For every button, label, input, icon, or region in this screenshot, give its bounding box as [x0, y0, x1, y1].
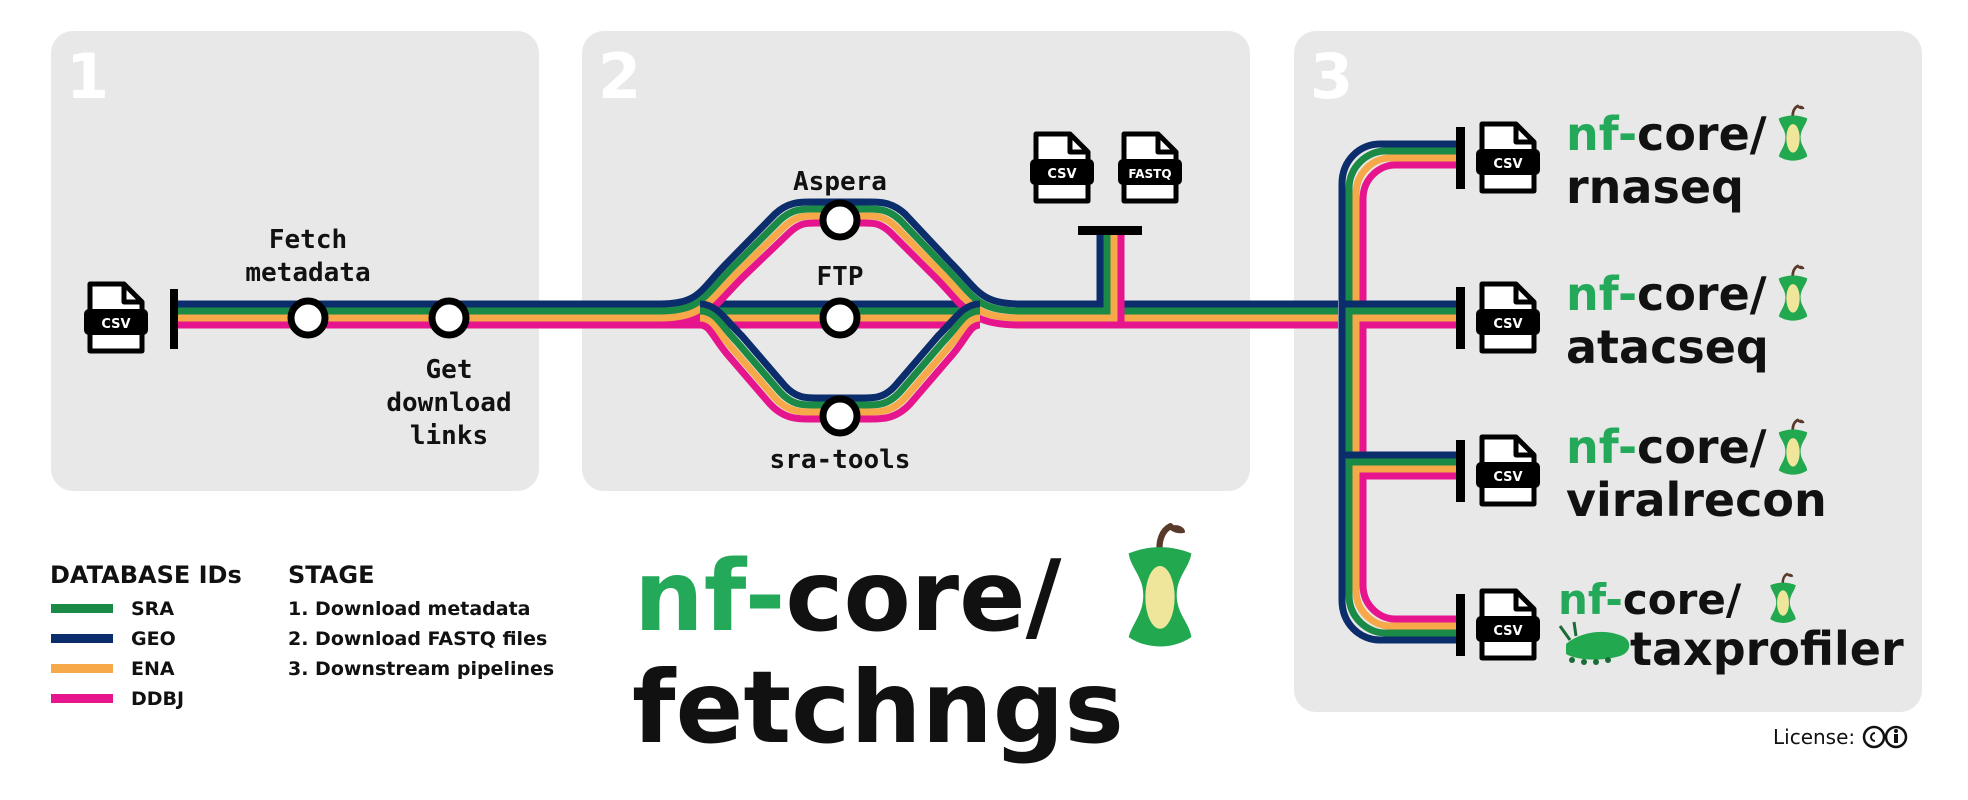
- pipeline-atacseq-title: nf-core/: [1566, 267, 1767, 321]
- legend-stage-item-1: 1. Download metadata: [288, 598, 530, 620]
- pipeline-taxprofiler-title: nf-core/: [1558, 575, 1742, 624]
- fastq-output-branch: [1096, 230, 1125, 325]
- file-icon-rnaseq-csv-label: CSV: [1493, 157, 1522, 172]
- attribution-icon: [1884, 725, 1908, 749]
- pipeline-taxprofiler-name: taxprofiler: [1630, 622, 1904, 676]
- pipeline-taxprofiler-prefix: nf-: [1558, 575, 1623, 624]
- stage-panel-3: 3: [1294, 31, 1922, 712]
- pipeline-viralrecon: nf-core/ viralrecon: [1566, 418, 1827, 527]
- station-fetch-metadata: [287, 297, 329, 339]
- pipeline-rnaseq-prefix: nf-: [1566, 107, 1637, 161]
- legend-label-ena: ENA: [131, 658, 175, 680]
- label-get-links-line1: Get: [426, 355, 473, 385]
- apple-icon: [1129, 525, 1192, 646]
- main-logo-title: nf-core/: [634, 540, 1062, 654]
- legend-label-geo: GEO: [131, 628, 176, 650]
- legend-db-title: DATABASE IDs: [50, 561, 242, 589]
- legend-db-ena: ENA: [51, 658, 175, 680]
- viralrecon-terminator: [1456, 440, 1465, 502]
- atacseq-branch: [1342, 300, 1460, 329]
- pipeline-atacseq-prefix: nf-: [1566, 267, 1637, 321]
- viralrecon-branch: [1342, 451, 1460, 480]
- start-terminator: [170, 289, 178, 349]
- stage-number-1: 1: [66, 40, 109, 113]
- cc-icon: [1862, 725, 1886, 749]
- station-sra-tools: [819, 395, 861, 437]
- label-aspera: Aspera: [793, 167, 887, 197]
- station-aspera: [819, 199, 861, 241]
- label-fetch-metadata-line1: Fetch: [269, 225, 347, 255]
- stage3-vertical-trunk: [1338, 140, 1460, 644]
- legend-stage: STAGE 1. Download metadata 2. Download F…: [288, 561, 554, 680]
- line-terminators: [170, 127, 1465, 656]
- pipeline-rnaseq-core: core/: [1637, 107, 1767, 161]
- legend-label-ddbj: DDBJ: [131, 688, 184, 710]
- stations: [287, 199, 861, 437]
- label-get-links-line3: links: [410, 421, 488, 451]
- pipeline-atacseq: nf-core/ atacseq: [1566, 264, 1809, 374]
- main-logo: nf-core/ fetchngs: [632, 525, 1191, 766]
- label-sra-tools: sra-tools: [770, 445, 911, 475]
- legend-database-ids: DATABASE IDs SRA GEO ENA DDBJ: [50, 561, 242, 710]
- main-logo-name: fetchngs: [632, 649, 1124, 766]
- legend-stage-title: STAGE: [288, 561, 374, 589]
- pipeline-atacseq-name: atacseq: [1566, 320, 1769, 374]
- main-logo-dash: -: [745, 540, 786, 654]
- pipeline-viralrecon-core: core/: [1637, 420, 1767, 474]
- pipeline-rnaseq-title: nf-core/: [1566, 107, 1767, 161]
- pipeline-rnaseq: nf-core/ rnaseq: [1566, 104, 1809, 214]
- file-icon-output-fastq-label: FASTQ: [1128, 167, 1171, 181]
- legend-stage-item-3: 3. Downstream pipelines: [288, 658, 554, 680]
- stage-panel-1: 1: [51, 31, 539, 491]
- atacseq-terminator: [1456, 287, 1465, 349]
- legend-stage-item-2: 2. Download FASTQ files: [288, 628, 547, 650]
- pipeline-taxprofiler-core: core/: [1623, 575, 1742, 624]
- main-logo-core: core/: [785, 540, 1061, 654]
- taxprofiler-beetle-icon: [1558, 621, 1630, 665]
- main-logo-nf: nf: [634, 540, 748, 654]
- pipeline-viralrecon-prefix: nf-: [1566, 420, 1637, 474]
- legend-db-geo: GEO: [51, 628, 176, 650]
- legend-swatch-ddbj: [51, 694, 113, 703]
- station-labels: Fetch metadata Get download links Aspera…: [245, 167, 910, 475]
- label-get-links-line2: download: [386, 388, 511, 418]
- station-get-download-links: [428, 297, 470, 339]
- file-icon-atacseq-csv-label: CSV: [1493, 317, 1522, 332]
- legend-swatch-sra: [51, 604, 113, 613]
- label-ftp: FTP: [817, 262, 864, 292]
- stage-number-2: 2: [598, 40, 641, 113]
- license-label: License:: [1773, 725, 1855, 749]
- main-trunk-right: [1020, 300, 1338, 329]
- file-icon-taxprofiler-csv-label: CSV: [1493, 624, 1522, 639]
- rnaseq-terminator: [1456, 127, 1465, 189]
- license: License:: [1773, 725, 1908, 749]
- file-icon-output-csv: CSV: [1030, 134, 1094, 201]
- pipeline-atacseq-core: core/: [1637, 267, 1767, 321]
- pipeline-viralrecon-name: viralrecon: [1566, 473, 1827, 527]
- file-icon-output-csv-label: CSV: [1047, 167, 1076, 182]
- pipeline-rnaseq-name: rnaseq: [1566, 160, 1744, 214]
- legend-label-sra: SRA: [131, 598, 174, 620]
- file-icon-viralrecon-csv-label: CSV: [1493, 470, 1522, 485]
- legend-db-ddbj: DDBJ: [51, 688, 184, 710]
- file-icon-input-csv: CSV: [84, 284, 148, 351]
- legend-swatch-ena: [51, 664, 113, 673]
- label-fetch-metadata-line2: metadata: [245, 258, 370, 288]
- file-icon-input-csv-label: CSV: [101, 317, 130, 332]
- stage-number-3: 3: [1310, 40, 1353, 113]
- file-icon-rnaseq-csv: CSV: [1476, 124, 1540, 191]
- taxprofiler-terminator: [1456, 594, 1465, 656]
- file-icon-atacseq-csv: CSV: [1476, 284, 1540, 351]
- file-icon-output-fastq: FASTQ: [1118, 134, 1182, 201]
- file-icon-taxprofiler-csv: CSV: [1476, 591, 1540, 658]
- pipeline-viralrecon-title: nf-core/: [1566, 420, 1767, 474]
- legend-db-sra: SRA: [51, 598, 174, 620]
- legend-swatch-geo: [51, 634, 113, 643]
- pipeline-taxprofiler: nf-core/ taxprofiler: [1558, 572, 1904, 676]
- station-ftp: [819, 297, 861, 339]
- file-icon-viralrecon-csv: CSV: [1476, 437, 1540, 504]
- fastq-branch-terminator: [1078, 226, 1142, 235]
